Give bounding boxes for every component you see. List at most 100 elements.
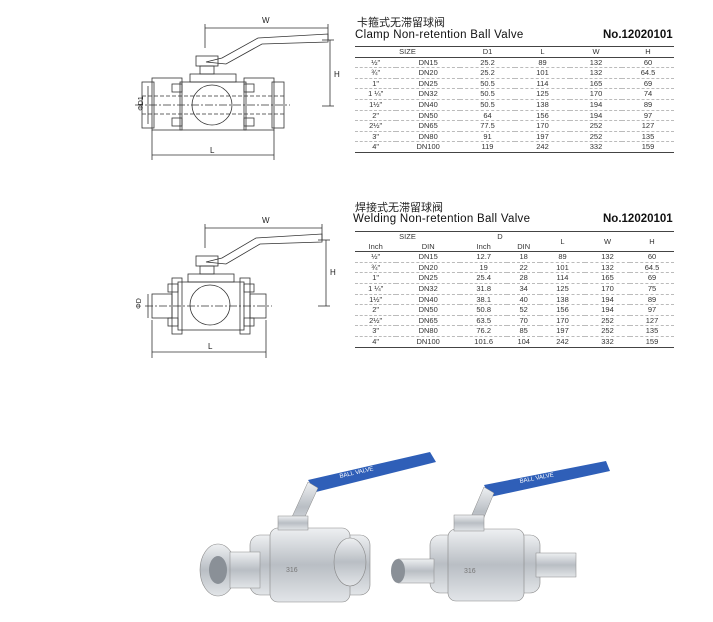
- table-cell: 4": [355, 336, 397, 348]
- table-cell: 101: [515, 67, 570, 79]
- table-cell: 25.2: [460, 57, 515, 69]
- table-cell: 2": [355, 304, 397, 316]
- table-cell: 3": [355, 131, 397, 143]
- clamp-dim-l: L: [210, 146, 215, 155]
- table-cell: DN40: [396, 294, 460, 306]
- table-cell: 50.5: [460, 99, 515, 111]
- table-cell: DN15: [396, 57, 460, 69]
- table-cell: 25.2: [460, 67, 515, 79]
- table-cell: 170: [540, 315, 585, 327]
- welding-photo-body-mark: 316: [464, 568, 476, 575]
- clamp-title-cn: 卡箍式无滞留球阀: [357, 17, 445, 29]
- table-cell: DN100: [396, 336, 460, 348]
- table-cell: 89: [515, 57, 570, 69]
- table-cell: DN80: [396, 131, 460, 143]
- table-cell: 132: [585, 251, 630, 263]
- welding-code: No.12020101: [603, 213, 673, 225]
- table-cell: 74: [622, 88, 674, 100]
- table-cell: 332: [570, 141, 622, 153]
- clamp-dim-w: W: [262, 16, 270, 25]
- table-cell: 194: [585, 294, 630, 306]
- table-cell: ¾": [355, 67, 397, 79]
- table-cell: 125: [540, 283, 585, 295]
- welding-dim-w: W: [262, 216, 270, 225]
- table-cell: ½": [355, 251, 397, 263]
- table-cell: 138: [515, 99, 570, 111]
- table-cell: 114: [540, 272, 585, 284]
- clamp-valve-drawing: [135, 24, 334, 160]
- welding-valve-drawing: [145, 224, 330, 358]
- table-cell: 332: [585, 336, 630, 348]
- welding-th-size: SIZE: [355, 230, 460, 242]
- table-cell: 64.5: [622, 67, 674, 79]
- table-cell: 70: [507, 315, 540, 327]
- table-cell: DN32: [396, 283, 460, 295]
- clamp-dim-h: H: [334, 70, 340, 79]
- welding-th-h: H: [630, 230, 674, 253]
- table-cell: 97: [630, 304, 674, 316]
- table-cell: DN15: [396, 251, 460, 263]
- table-cell: 91: [460, 131, 515, 143]
- table-cell: DN20: [396, 67, 460, 79]
- table-cell: 1½": [355, 99, 397, 111]
- table-cell: 77.5: [460, 120, 515, 132]
- clamp-photo-body-mark: 316: [286, 567, 298, 574]
- table-cell: 3": [355, 325, 397, 337]
- welding-th-d-inch: Inch: [460, 241, 508, 253]
- table-cell: 38.1: [460, 294, 508, 306]
- table-cell: 69: [630, 272, 674, 284]
- table-cell: 132: [570, 57, 622, 69]
- table-cell: 12.7: [460, 251, 508, 263]
- table-cell: 69: [622, 78, 674, 90]
- welding-title-cn: 焊接式无滞留球阀: [355, 202, 443, 214]
- table-cell: 28: [507, 272, 540, 284]
- table-cell: 89: [622, 99, 674, 111]
- table-cell: 135: [622, 131, 674, 143]
- table-cell: 34: [507, 283, 540, 295]
- table-cell: 75: [630, 283, 674, 295]
- welding-title-en: Welding Non-retention Ball Valve: [353, 213, 531, 225]
- table-cell: 127: [630, 315, 674, 327]
- table-cell: DN65: [396, 315, 460, 327]
- welding-th-d: D: [460, 230, 540, 242]
- table-cell: 170: [570, 88, 622, 100]
- table-cell: 50.5: [460, 78, 515, 90]
- welding-dim-l: L: [208, 342, 213, 351]
- table-cell: 22: [507, 262, 540, 274]
- table-cell: 132: [570, 67, 622, 79]
- clamp-th-l: L: [515, 46, 570, 58]
- table-cell: DN65: [396, 120, 460, 132]
- table-cell: 50.8: [460, 304, 508, 316]
- clamp-photo-handle: [308, 452, 436, 492]
- clamp-code: No.12020101: [603, 29, 673, 41]
- table-cell: 97: [622, 110, 674, 122]
- table-cell: 170: [585, 283, 630, 295]
- welding-dim-h: H: [330, 268, 336, 277]
- table-cell: 19: [460, 262, 508, 274]
- table-cell: 60: [622, 57, 674, 69]
- table-cell: 197: [515, 131, 570, 143]
- welding-dim-d: ΦD: [135, 298, 143, 309]
- clamp-th-size: SIZE: [355, 46, 460, 58]
- table-cell: 1": [355, 272, 397, 284]
- table-cell: 101: [540, 262, 585, 274]
- table-cell: DN40: [396, 99, 460, 111]
- table-cell: 31.8: [460, 283, 508, 295]
- table-cell: DN50: [396, 304, 460, 316]
- clamp-title-en: Clamp Non-retention Ball Valve: [355, 29, 524, 41]
- table-cell: 1½": [355, 294, 397, 306]
- table-cell: DN25: [396, 272, 460, 284]
- table-cell: 252: [585, 315, 630, 327]
